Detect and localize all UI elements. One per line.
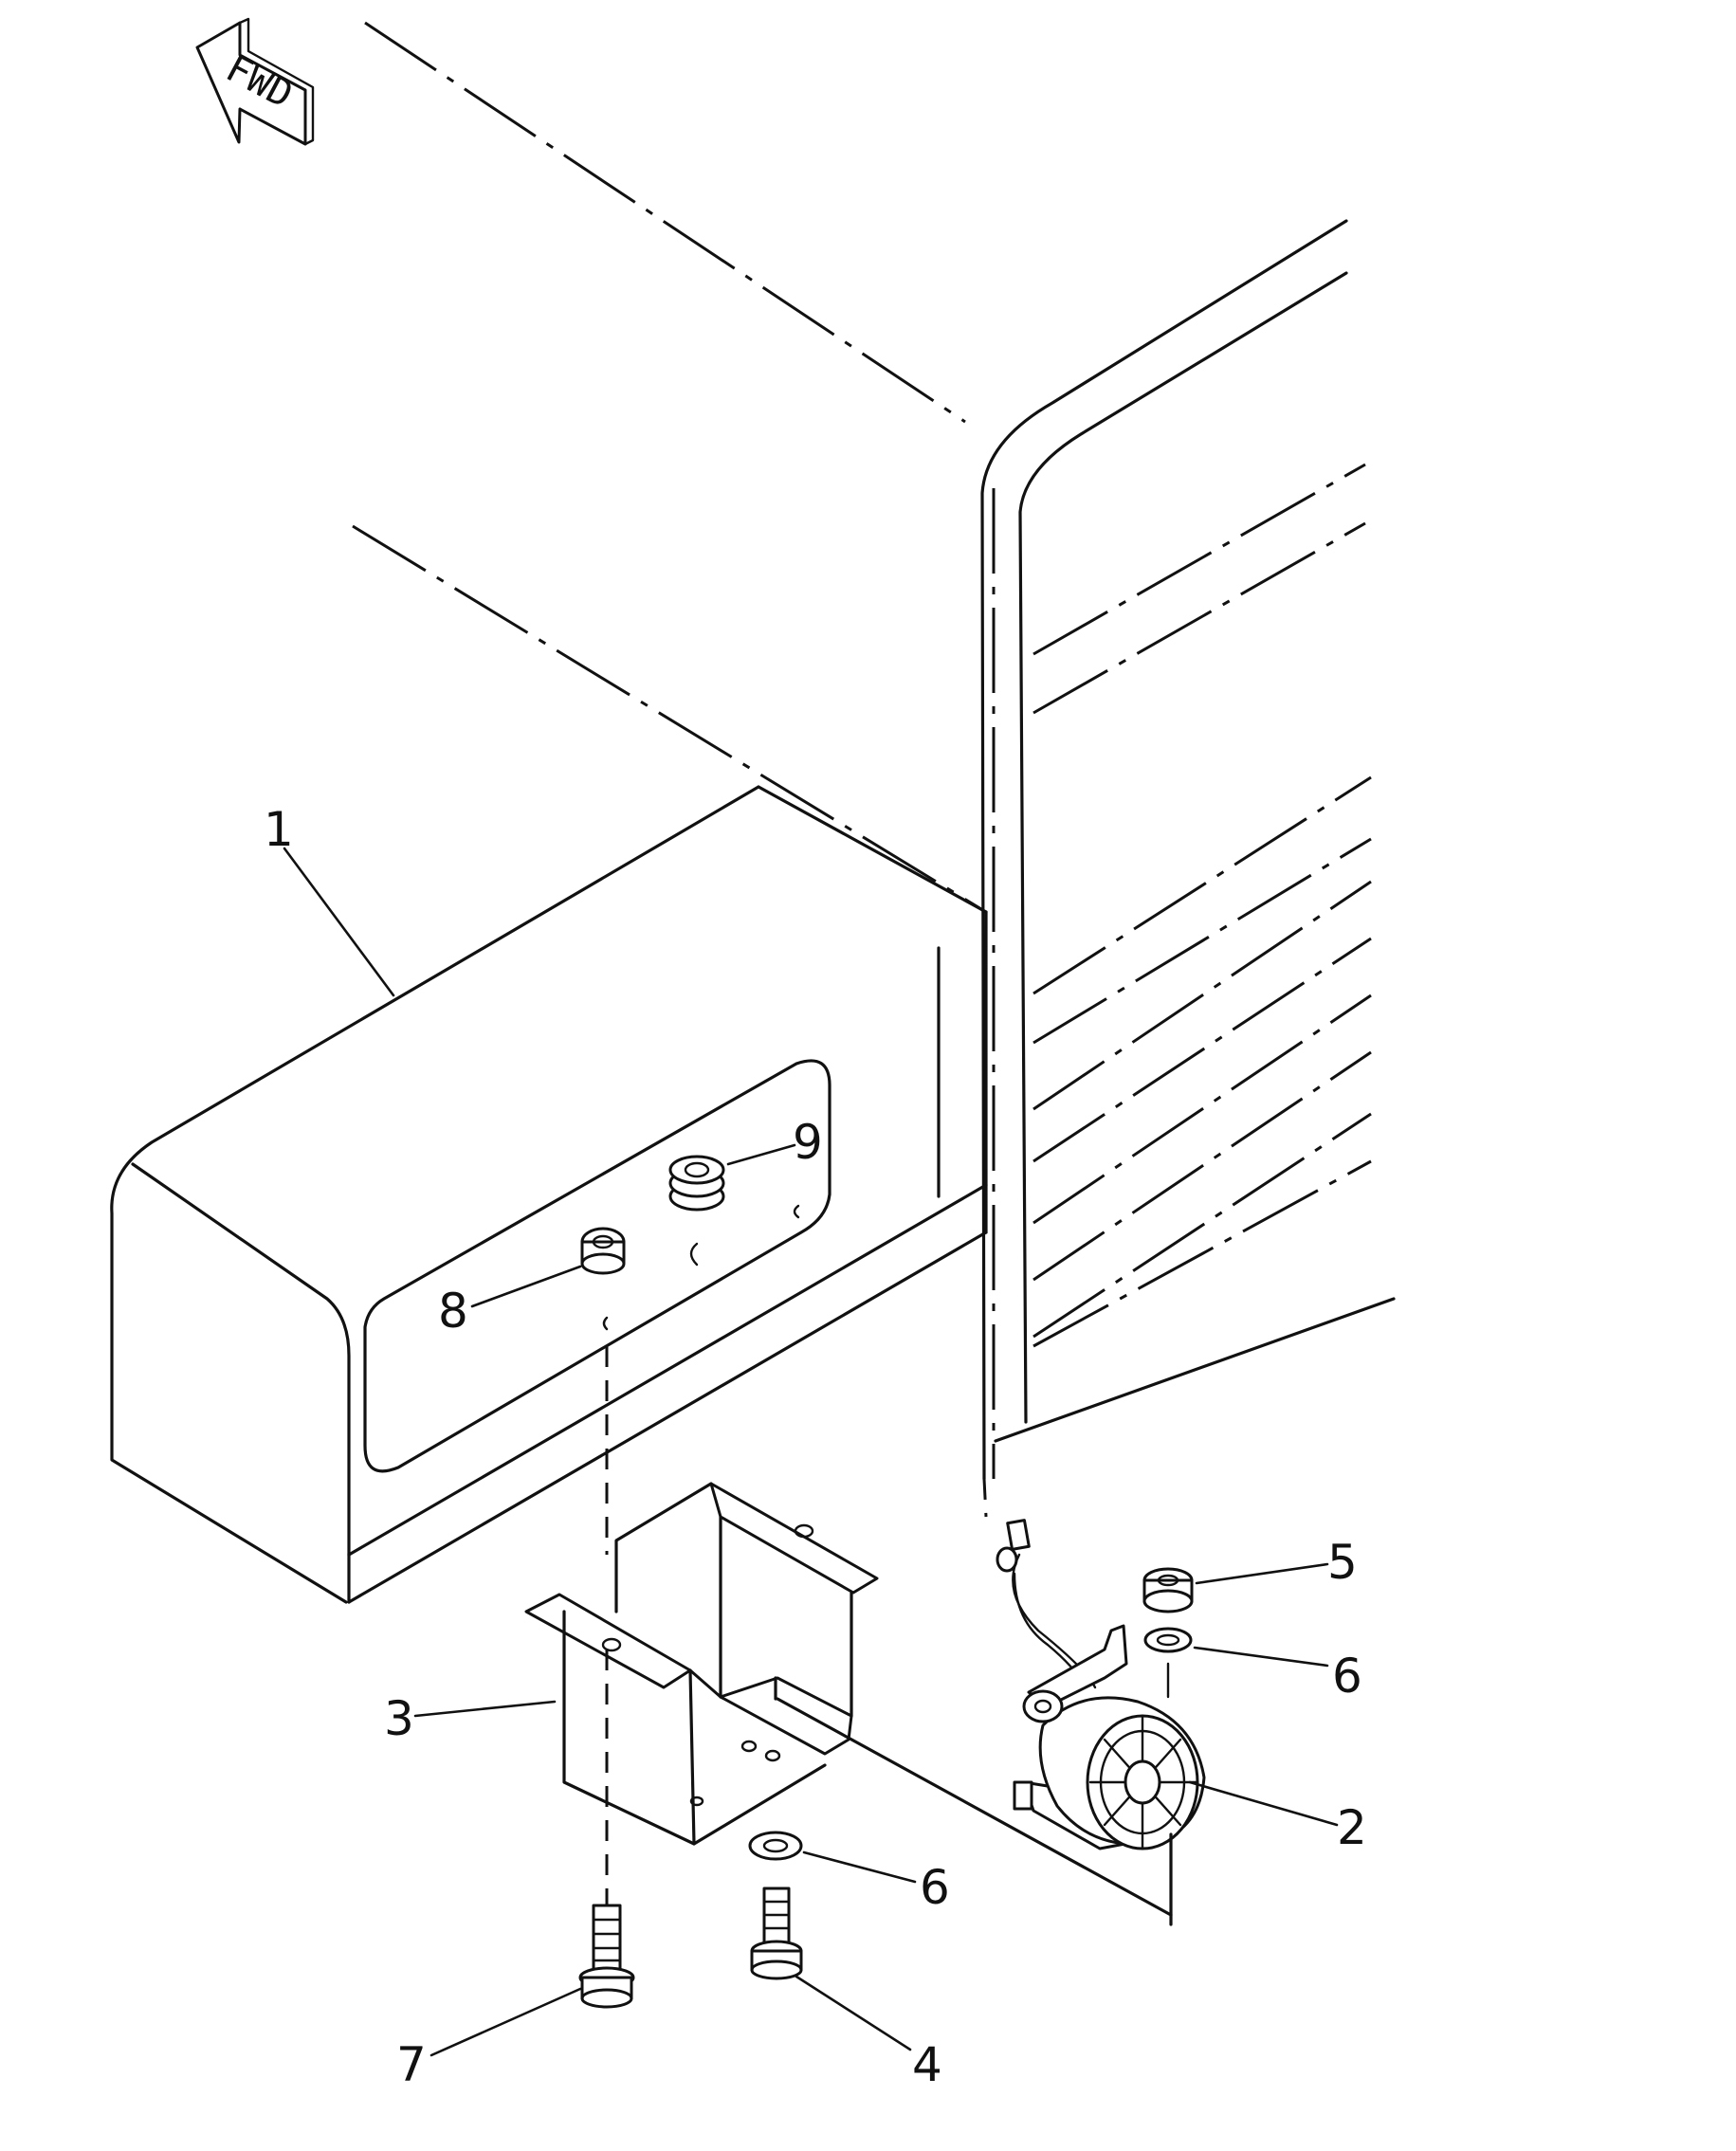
part-5-nut: 5 [1142,1535,1358,1613]
part-8-nut: 8 [438,1227,626,1339]
part-9-grommet: 9 [668,1115,823,1212]
tank-mounting-holes [602,1204,800,1555]
callout-1: 1 [264,802,294,857]
callout-3: 3 [384,1691,414,1746]
part-4-bolt: 4 [750,1887,942,2092]
part-6-washer-lower: 6 [748,1831,950,1915]
callout-6a: 6 [1332,1649,1362,1704]
part-1-tank: 1 [110,785,988,1604]
part-6-washer-upper: 6 [1143,1627,1362,1704]
callout-4: 4 [912,2037,942,2092]
part-2-motor: 2 [996,1519,1367,1926]
callout-2: 2 [1337,1800,1367,1855]
forward-direction-arrow-icon: FWD [195,17,315,146]
callout-7: 7 [396,2037,427,2092]
part-3-bracket: 3 [384,1482,1173,1917]
callout-9: 9 [793,1115,823,1170]
radiator-fins [1032,463,1372,1348]
callout-6b: 6 [920,1860,950,1915]
callout-5: 5 [1327,1535,1358,1590]
part-7-bolt: 7 [396,1904,635,2092]
upper-housing-outline [352,21,1396,1518]
callout-8: 8 [438,1284,468,1339]
